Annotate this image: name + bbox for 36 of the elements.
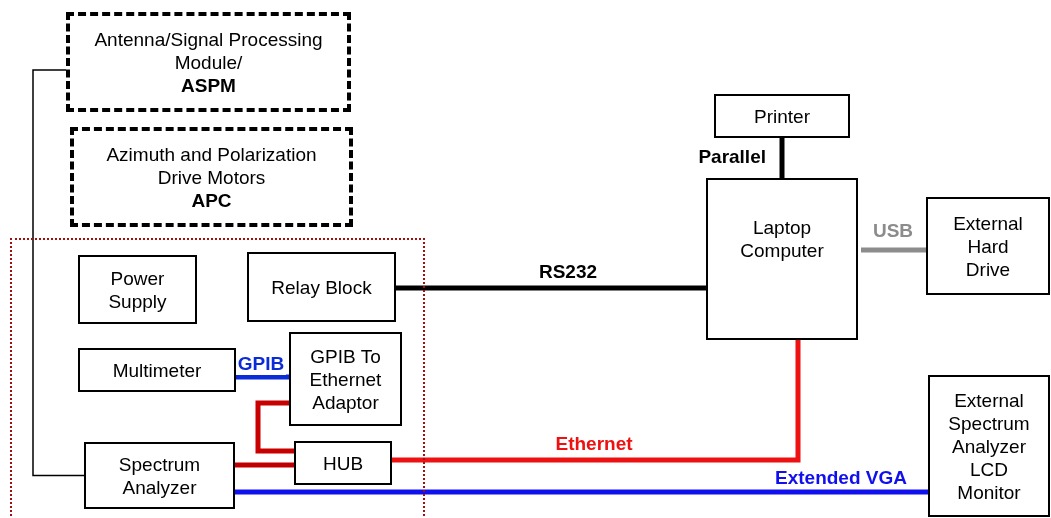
- component-name: Antenna/Signal Processing Module/: [93, 28, 324, 74]
- connection-line: [392, 340, 801, 463]
- connection-line: [235, 462, 294, 468]
- component-name: External Hard Drive: [952, 211, 1024, 281]
- subsystem-enclosure: [10, 238, 425, 518]
- connection-line: [235, 489, 928, 495]
- connection-line: [396, 285, 706, 291]
- component-box: [294, 441, 392, 485]
- component-name: Printer: [754, 104, 810, 128]
- connection-line: [861, 247, 926, 253]
- module-box: [70, 127, 353, 227]
- component-name: HUB: [322, 451, 364, 475]
- component-name: Relay Block: [271, 275, 372, 299]
- connection-line: [255, 400, 294, 454]
- component-name: Spectrum Analyzer: [117, 452, 202, 499]
- component-box: [706, 178, 858, 340]
- connection-line: [32, 69, 85, 477]
- component-box: [84, 442, 235, 509]
- component-name: GPIB To Ethernet Adaptor: [308, 344, 383, 414]
- component-box: [928, 375, 1050, 517]
- component-box: [247, 252, 396, 322]
- component-name: Multimeter: [112, 358, 202, 382]
- component-name: External Spectrum Analyzer LCD Monitor: [947, 388, 1031, 504]
- module-abbreviation: APC: [191, 189, 232, 212]
- component-box: [714, 94, 850, 138]
- module-box: [66, 12, 351, 112]
- connection-line: [236, 374, 289, 380]
- component-box: [78, 348, 236, 392]
- component-name: Power Supply: [107, 266, 168, 313]
- connection-line: [779, 138, 785, 178]
- component-name: Laptop Computer: [739, 216, 825, 262]
- component-box: [78, 255, 197, 324]
- module-abbreviation: ASPM: [181, 74, 236, 97]
- component-box: [926, 197, 1050, 295]
- component-name: Azimuth and Polarization Drive Motors: [105, 143, 318, 189]
- component-box: [289, 332, 402, 426]
